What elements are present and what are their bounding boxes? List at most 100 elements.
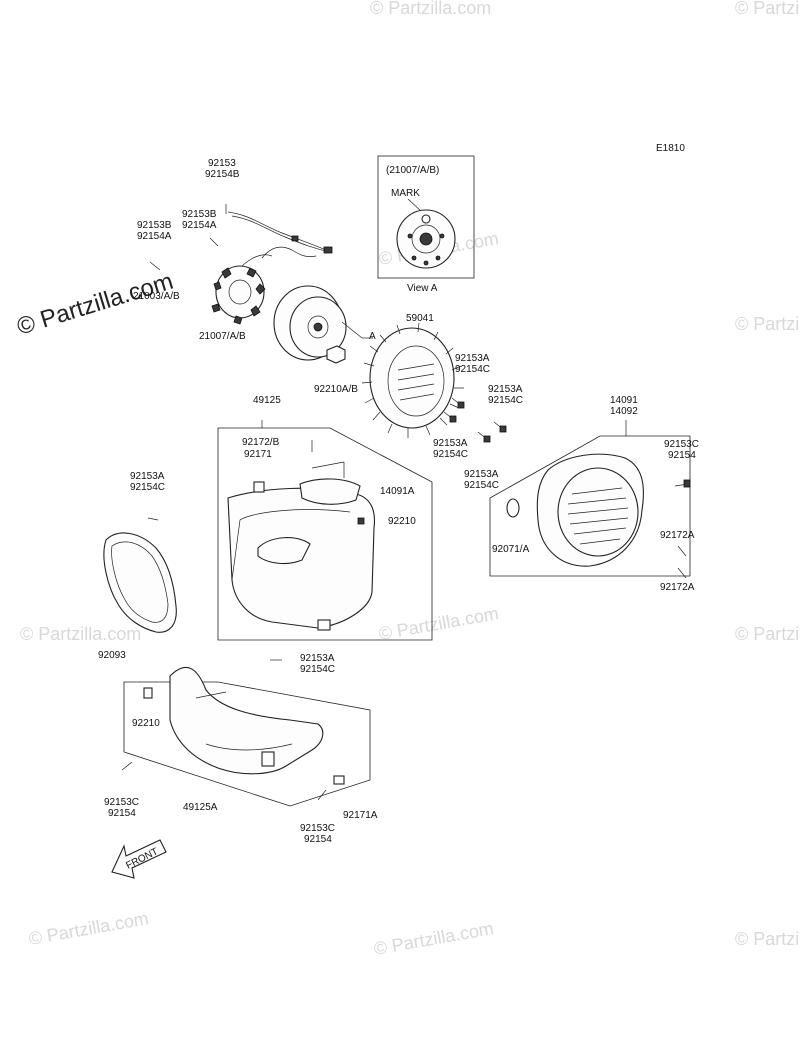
watermark: © Partzilla.com [377,603,500,644]
shroud-group [217,420,433,641]
bolt [677,545,687,557]
connector [323,246,333,254]
rotor-hole [439,233,445,239]
rotor: A [273,285,376,364]
rotor-hole [423,260,429,266]
rotor-bore [419,232,433,246]
shroud-frame [217,427,433,641]
label-59041: 59041 [406,313,434,324]
label-21003: 21003/A/B [133,291,180,302]
bolt-head [683,479,691,488]
bolt [317,789,327,801]
label-92071: 92071/A [492,544,530,555]
watermark: © Partzilla.com [735,314,800,334]
mark-hole [421,214,431,224]
fan-inner [387,345,445,417]
label-92210-2: 92210 [132,718,160,729]
cooling-fan [361,322,464,438]
label-92172a-1: 92172A [660,530,695,541]
bolt [677,567,687,579]
diagram-code: E1810 [656,143,685,154]
gasket [103,517,177,633]
bolt-head [457,401,465,409]
stator-wire [227,211,327,251]
nut [357,517,365,525]
view-a-pointer: A [369,331,376,342]
fan-cover-group [489,420,691,579]
nut [143,687,153,699]
screw [209,237,219,247]
lower-shroud-frame [123,681,371,807]
clip [333,775,345,785]
label-14091a: 14091A [380,486,415,497]
label-49125a: 49125A [183,802,218,813]
watermark: © Partzilla.com [27,908,150,949]
washer [506,498,520,518]
watermark-main: © Partzilla.com [14,268,177,341]
view-a-leader [341,321,363,339]
label-21007: 21007/A/B [199,331,246,342]
bolt [121,761,133,771]
mark-leader [407,198,423,213]
watermark: © Partzilla.com [735,0,800,18]
view-a-caption: View A [407,283,438,294]
grille-slots [567,487,629,545]
shroud-opening [257,537,311,565]
rotor-hub [411,224,441,254]
rotor-hole [411,255,417,261]
front-arrow-shape [111,839,167,879]
front-arrow: FRONT [111,839,167,879]
stator-core [228,279,252,305]
label-92210: 92210 [388,516,416,527]
lower-shroud-boss [261,751,275,767]
clip [253,481,265,493]
lower-shroud-edge [195,691,293,751]
bolt-head [449,415,457,423]
rotor-hole [407,233,413,239]
view-a-frame [377,155,475,279]
gasket-outer [103,532,177,633]
stator-coils [211,267,266,325]
shroud-edge [231,509,351,581]
watermark: © Partzilla.com [370,0,491,18]
rotor-bore [313,322,323,332]
stator-assembly [149,204,333,325]
fan-cover-frame [489,435,691,577]
label-92210ab: 92210A/B [314,384,358,395]
nut [326,345,346,364]
cover-plate [299,478,361,505]
leader [311,461,345,469]
label-49125: 49125 [253,395,281,406]
rotor-hub [307,315,329,339]
watermark: © Partzilla.com [735,624,800,644]
bolt [147,517,159,521]
bolt-head [483,435,491,443]
screw [149,261,161,271]
gasket-inner [111,541,169,623]
label-92171a: 92171A [343,810,378,821]
stator-wire [261,246,317,259]
bolt-head [499,425,507,433]
view-a-inset: (21007/A/B) MARK View A [377,155,475,294]
fan-bolts [443,397,507,443]
watermark: © Partzilla.com [372,918,495,959]
label-92172a-2: 92172A [660,582,695,593]
connector [291,235,299,242]
lower-shroud-group [121,659,371,807]
fan-ribs [397,363,435,401]
view-a-title: (21007/A/B) [386,165,439,176]
